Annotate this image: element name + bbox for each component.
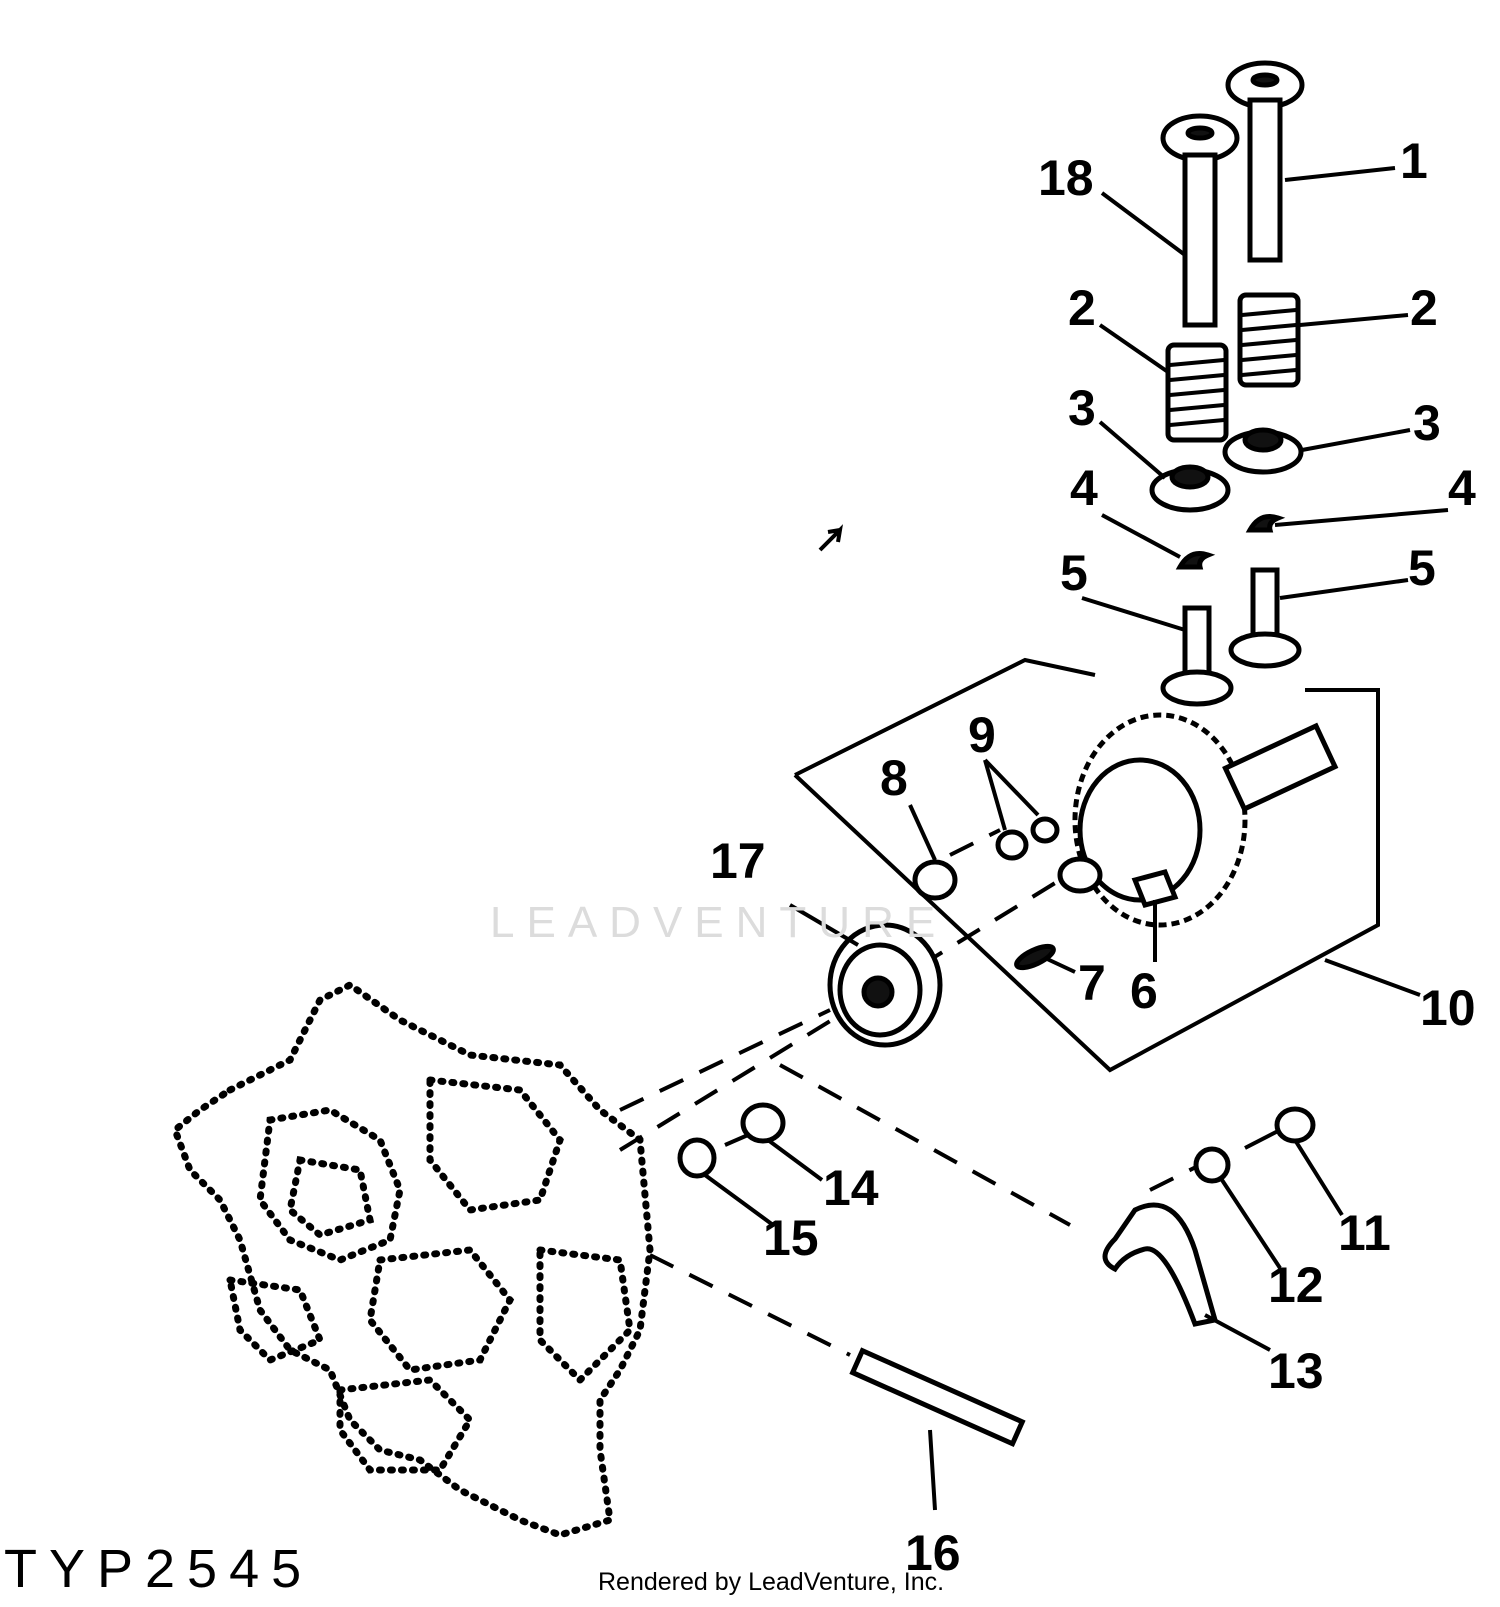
assembly-guide-lines bbox=[618, 828, 1201, 1357]
valve-part-18 bbox=[1160, 113, 1240, 328]
callout-5-right: 5 bbox=[1408, 540, 1436, 596]
pulley-part-17 bbox=[827, 922, 943, 1048]
callout-12: 12 bbox=[1268, 1257, 1324, 1313]
valve-keeper-part-4 bbox=[1175, 514, 1286, 570]
callout-15: 15 bbox=[763, 1210, 819, 1266]
callout-2-left: 2 bbox=[1068, 280, 1096, 336]
callout-4-left: 4 bbox=[1070, 460, 1098, 516]
callout-11: 11 bbox=[1338, 1205, 1391, 1261]
callout-16: 16 bbox=[905, 1525, 961, 1581]
watermark-text: LEADVENTURE bbox=[490, 898, 948, 947]
callout-17: 17 bbox=[710, 833, 766, 889]
callout-10: 10 bbox=[1420, 980, 1476, 1036]
render-credit: Rendered by LeadVenture, Inc. bbox=[598, 1568, 945, 1596]
callout-18: 18 bbox=[1038, 150, 1094, 206]
valve-spring-part-2 bbox=[1165, 292, 1301, 443]
stray-arrow-mark bbox=[818, 524, 843, 552]
callout-7: 7 bbox=[1078, 955, 1106, 1011]
figure-id: TYP2545 bbox=[4, 1539, 314, 1599]
callout-2-right: 2 bbox=[1410, 280, 1438, 336]
callout-3-left: 3 bbox=[1068, 380, 1096, 436]
engine-housing-outline bbox=[170, 980, 654, 1539]
callout-13: 13 bbox=[1268, 1343, 1324, 1399]
callout-3-right: 3 bbox=[1413, 395, 1441, 451]
spring-retainer-part-3 bbox=[1149, 427, 1304, 513]
tappet-part-5 bbox=[1160, 567, 1302, 707]
camshaft-assembly-bracket bbox=[793, 657, 1380, 1073]
callout-9: 9 bbox=[968, 707, 996, 763]
callout-6: 6 bbox=[1130, 963, 1158, 1019]
camshaft-gear-part-10 bbox=[1057, 712, 1339, 928]
lower-parts bbox=[677, 1102, 1316, 1448]
callout-5-left: 5 bbox=[1060, 545, 1088, 601]
callout-1: 1 bbox=[1400, 133, 1428, 189]
callout-8: 8 bbox=[880, 750, 908, 806]
valve-part-1 bbox=[1225, 60, 1305, 263]
callout-labels: 1 2 2 3 3 4 4 5 5 6 7 8 9 10 11 12 13 14… bbox=[710, 133, 1476, 1581]
callout-leader-lines bbox=[703, 166, 1449, 1511]
callout-4-right: 4 bbox=[1448, 460, 1476, 516]
callout-14: 14 bbox=[823, 1160, 879, 1216]
small-parts bbox=[912, 816, 1179, 971]
